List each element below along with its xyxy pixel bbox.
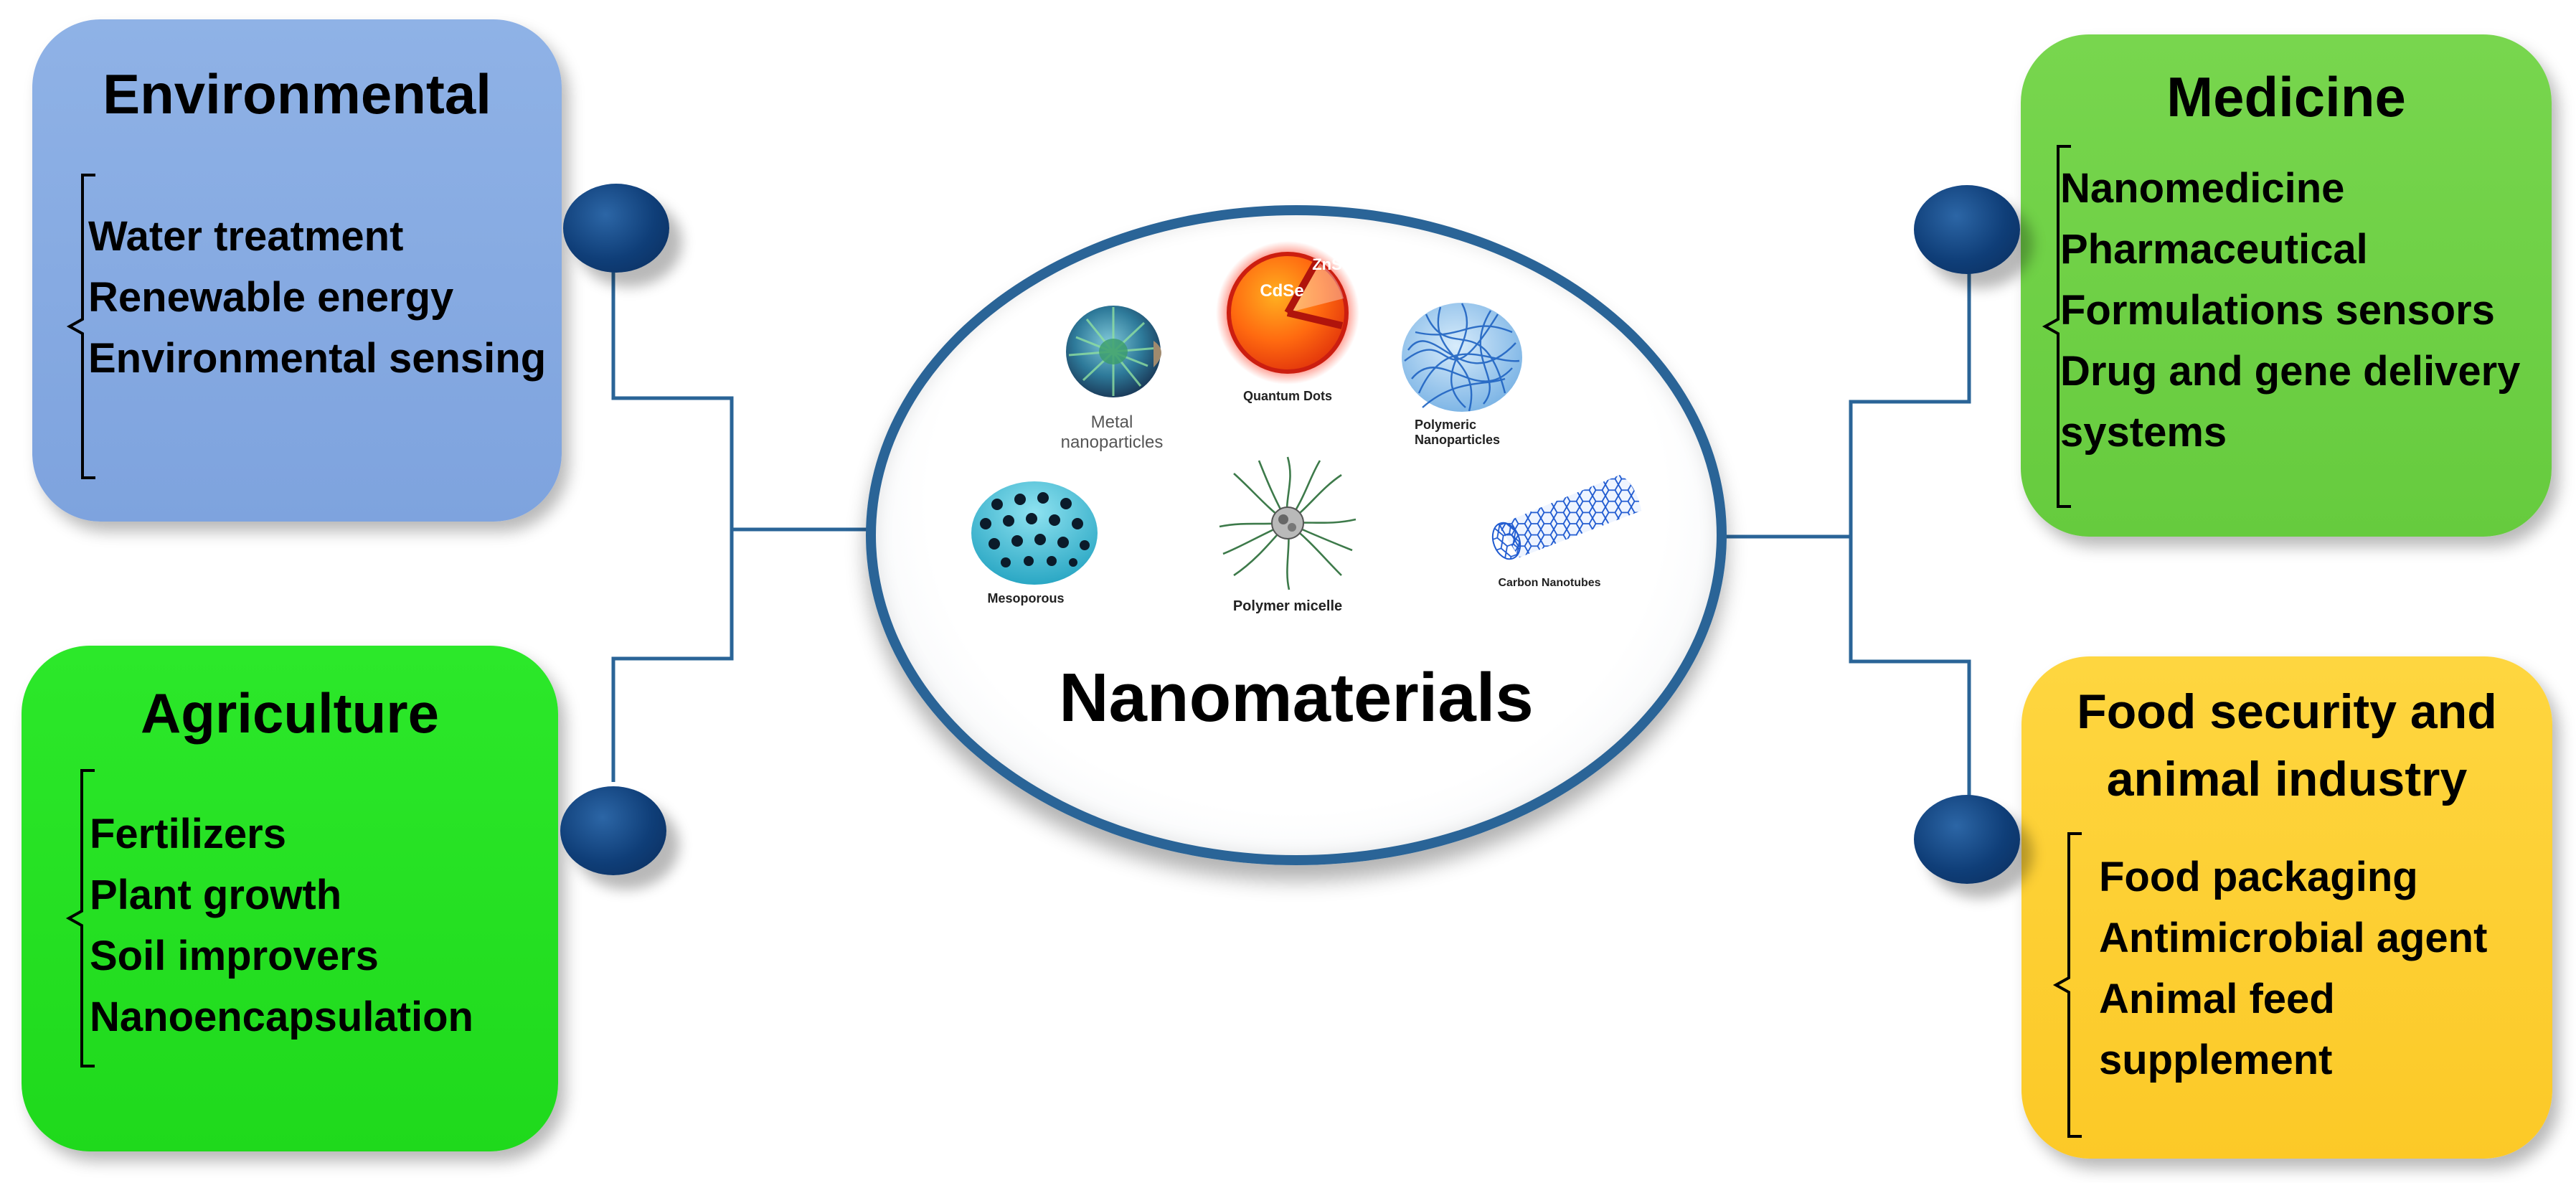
agriculture-item: Nanoencapsulation	[90, 994, 473, 1040]
medicine-item: systems	[2060, 409, 2227, 456]
medicine-item: Drug and gene delivery	[2060, 348, 2521, 395]
carbon-nanotube-icon	[1491, 475, 1641, 560]
agriculture-brace	[65, 769, 95, 1067]
connector-food	[1849, 537, 1971, 796]
polymer-micelle-label: Polymer micelle	[1232, 598, 1343, 614]
environmental-items: Water treatment Renewable energy Environ…	[88, 206, 546, 389]
food-item: Animal feed	[2099, 976, 2335, 1022]
polymeric-nanoparticle-icon	[1402, 303, 1522, 412]
cdse-label: CdSe	[1260, 281, 1304, 301]
environmental-title: Environmental	[103, 62, 491, 126]
food-title: Food security and animal industry	[2021, 678, 2552, 813]
food-box: Food security and animal industry Food p…	[2021, 656, 2552, 1159]
medicine-item: Pharmaceutical	[2060, 226, 2368, 273]
quantum-dots-label: Quantum Dots	[1243, 389, 1332, 403]
food-title-line2: animal industry	[2106, 752, 2468, 806]
mesoporous-icon	[971, 481, 1098, 585]
agriculture-box: Agriculture Fertilizers Plant growth Soi…	[22, 646, 558, 1151]
quantum-dot-icon	[1216, 241, 1359, 385]
food-item: Antimicrobial agent	[2099, 915, 2488, 961]
mesoporous-label: Mesoporous	[987, 591, 1065, 605]
food-item: Food packaging	[2099, 854, 2418, 900]
environmental-item: Renewable energy	[88, 274, 454, 321]
node-food	[1914, 795, 2020, 884]
medicine-items: Nanomedicine Pharmaceutical Formulations…	[2060, 158, 2520, 463]
metal-nanoparticle-icon	[1066, 306, 1161, 397]
food-items: Food packaging Antimicrobial agent Anima…	[2099, 847, 2487, 1090]
food-brace	[2052, 832, 2082, 1138]
food-title-line1: Food security and	[2077, 684, 2497, 739]
environmental-box: Environmental Water treatment Renewable …	[32, 19, 562, 522]
agriculture-item: Fertilizers	[90, 811, 286, 857]
medicine-title: Medicine	[2166, 65, 2406, 128]
connector-medicine	[1718, 269, 1971, 539]
agriculture-items: Fertilizers Plant growth Soil improvers …	[90, 803, 473, 1047]
zns-label: ZnS	[1312, 255, 1342, 273]
agriculture-item: Plant growth	[90, 872, 342, 918]
connector-agriculture	[611, 529, 734, 782]
node-medicine	[1914, 185, 2020, 274]
medicine-brace	[2042, 145, 2071, 508]
polymer-micelle-icon	[1219, 456, 1357, 590]
connector-environmental	[611, 265, 872, 532]
node-agriculture	[560, 786, 666, 875]
metal-nanoparticles-label: Metal nanoparticles	[1060, 413, 1164, 452]
environmental-brace	[66, 174, 95, 479]
environmental-item: Environmental sensing	[88, 335, 547, 382]
medicine-item: Formulations sensors	[2060, 287, 2495, 334]
carbon-nanotubes-label: Carbon Nanotubes	[1498, 577, 1601, 589]
medicine-box: Medicine Nanomedicine Pharmaceutical For…	[2021, 34, 2552, 537]
medicine-item: Nanomedicine	[2060, 165, 2345, 212]
center-title: Nanomaterials	[1059, 659, 1534, 736]
node-environmental	[563, 184, 669, 273]
food-item: supplement	[2099, 1037, 2333, 1083]
polymeric-nanoparticles-label: Polymeric Nanoparticles	[1415, 418, 1501, 447]
agriculture-title: Agriculture	[140, 682, 440, 745]
environmental-item: Water treatment	[88, 213, 404, 260]
agriculture-item: Soil improvers	[90, 933, 379, 979]
